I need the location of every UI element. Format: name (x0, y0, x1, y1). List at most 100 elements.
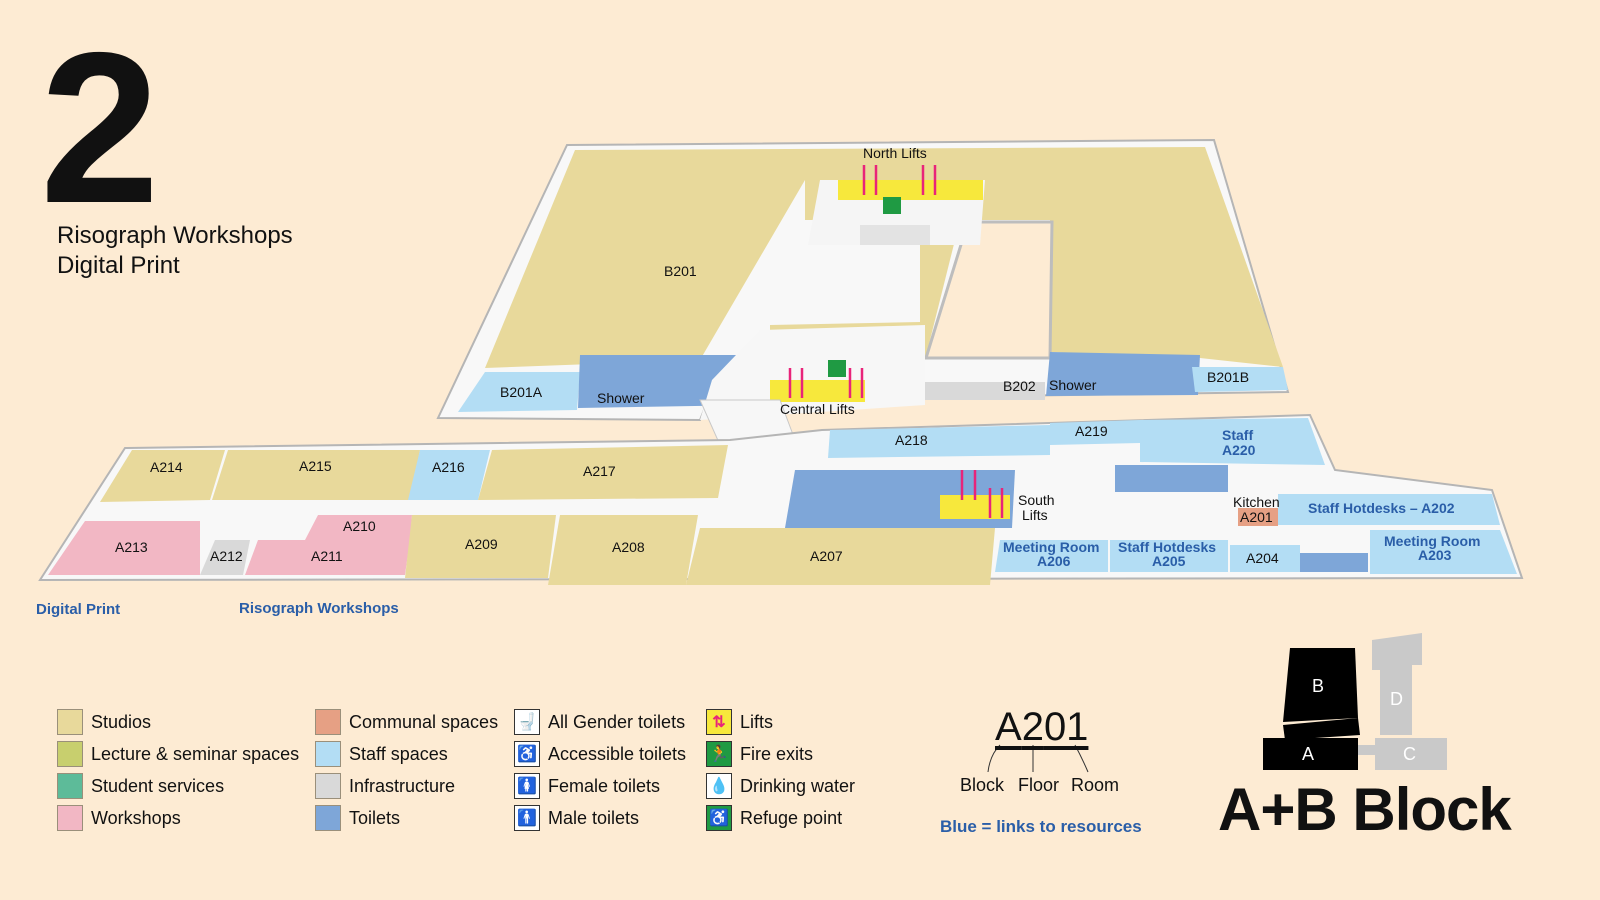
legend-swatch-workshops (57, 805, 83, 831)
refuge-point-icon: ♿ (706, 805, 732, 831)
room-a208[interactable] (548, 515, 698, 585)
legend-label: Student services (91, 775, 225, 796)
legend-infrastructure: Infrastructure (315, 772, 455, 800)
north-refuge-icon (883, 197, 901, 214)
label-b201b: B201B (1207, 369, 1249, 385)
legend-label: Female toilets (548, 775, 661, 796)
floor-subtitle-risograph: Risograph Workshops (57, 222, 293, 249)
room-a214[interactable] (100, 450, 225, 502)
label-a218: A218 (895, 432, 928, 448)
room-a217[interactable] (478, 445, 728, 500)
block-key-b[interactable] (1283, 648, 1358, 722)
legend-student-services: Student services (57, 772, 224, 800)
female-toilet-icon: 🚺 (514, 773, 540, 799)
legend-swatch-student-services (57, 773, 83, 799)
label-a217: A217 (583, 463, 616, 479)
link-risograph-workshops[interactable]: Risograph Workshops (239, 600, 399, 617)
blue-links-note: Blue = links to resources (940, 817, 1142, 836)
link-digital-print[interactable]: Digital Print (36, 601, 121, 618)
legend-label: Lifts (740, 711, 774, 732)
legend-workshops: Workshops (57, 804, 181, 832)
legend-toilets: Toilets (315, 804, 400, 832)
legend-female-toilets: 🚺 Female toilets (514, 772, 660, 800)
label-a212: A212 (210, 548, 243, 564)
block-key-a-label: A (1302, 744, 1314, 764)
legend-label: Workshops (91, 807, 181, 828)
legend-label: Toilets (349, 807, 401, 828)
label-a206-name[interactable]: Meeting Room (1003, 539, 1099, 555)
label-a213: A213 (115, 539, 148, 555)
block-key-a[interactable] (1263, 738, 1358, 770)
legend-swatch-studios (57, 709, 83, 735)
room-b201[interactable] (485, 147, 1283, 368)
label-south-lifts-2: Lifts (1022, 507, 1048, 523)
room-a212[interactable] (200, 540, 250, 575)
room-a210[interactable] (305, 515, 412, 540)
room-b201a[interactable] (458, 372, 580, 412)
code-key-arrows (987, 744, 1089, 773)
block-key-c[interactable] (1375, 738, 1447, 770)
room-b201b[interactable] (1192, 367, 1288, 392)
legend-label: Staff spaces (349, 743, 448, 764)
label-north-lifts: North Lifts (863, 145, 927, 161)
code-label-room: Room (1071, 775, 1120, 795)
room-a201[interactable] (1238, 508, 1278, 526)
room-a205[interactable] (1110, 540, 1228, 572)
room-a204[interactable] (1230, 545, 1300, 572)
code-label-floor: Floor (1018, 775, 1060, 795)
label-a216: A216 (432, 459, 465, 475)
label-a215: A215 (299, 458, 332, 474)
legend-label: Infrastructure (349, 775, 456, 796)
label-a201-name: Kitchen (1233, 494, 1280, 510)
label-a202[interactable]: Staff Hotdesks – A202 (1308, 500, 1455, 516)
room-a219[interactable] (1050, 420, 1140, 445)
a204-toilet (1300, 553, 1368, 572)
legend-lecture: Lecture & seminar spaces (57, 740, 299, 768)
label-b202: B202 (1003, 378, 1036, 394)
room-a216[interactable] (408, 450, 490, 500)
room-a202[interactable] (1278, 494, 1500, 525)
room-a211[interactable] (245, 540, 410, 575)
code-block-part: A (995, 705, 1022, 749)
room-a206[interactable] (995, 540, 1108, 572)
label-b201a: B201A (500, 384, 543, 400)
north-stairs (860, 225, 930, 245)
legend-label: All Gender toilets (548, 711, 686, 732)
room-a203[interactable] (1370, 530, 1517, 574)
north-lift-arrows-icon (862, 165, 937, 195)
room-a220[interactable] (1140, 418, 1325, 465)
label-a203-code[interactable]: A203 (1418, 547, 1452, 563)
legend-swatch-lecture (57, 741, 83, 767)
room-a218[interactable] (828, 425, 1050, 458)
label-a203-name[interactable]: Meeting Room (1384, 533, 1480, 549)
room-a207[interactable] (686, 528, 995, 585)
south-lift-arrows-icon (960, 470, 1004, 518)
lift-icon: ⇅ (706, 709, 732, 735)
label-a205-name[interactable]: Staff Hotdesks (1118, 539, 1216, 555)
legend-label: Accessible toilets (548, 743, 687, 764)
room-a215[interactable] (212, 450, 420, 500)
legend-swatch-staff (315, 741, 341, 767)
accessible-toilet-icon: ♿ (514, 741, 540, 767)
label-south-lifts-1: South (1018, 492, 1055, 508)
room-a209[interactable] (405, 515, 556, 578)
label-a209: A209 (465, 536, 498, 552)
code-label-block: Block (960, 775, 1005, 795)
legend-swatch-communal (315, 709, 341, 735)
label-a220-name[interactable]: Staff (1222, 427, 1253, 443)
room-a213[interactable] (48, 521, 200, 575)
fire-exit-icon: 🏃 (706, 741, 732, 767)
central-lift-bank (770, 380, 865, 402)
label-a201-code: A201 (1240, 509, 1273, 525)
code-floor-part: 2 (1021, 705, 1044, 749)
label-a205-code[interactable]: A205 (1152, 553, 1186, 569)
central-refuge-icon (828, 360, 846, 377)
label-a220-code[interactable]: A220 (1222, 442, 1256, 458)
central-lift-arrows-icon (788, 368, 864, 398)
legend-label: Male toilets (548, 807, 640, 828)
label-a206-code[interactable]: A206 (1037, 553, 1071, 569)
block-key-d[interactable] (1372, 633, 1422, 735)
label-shower-west: Shower (597, 390, 645, 406)
legend-lifts: ⇅ Lifts (706, 708, 773, 736)
